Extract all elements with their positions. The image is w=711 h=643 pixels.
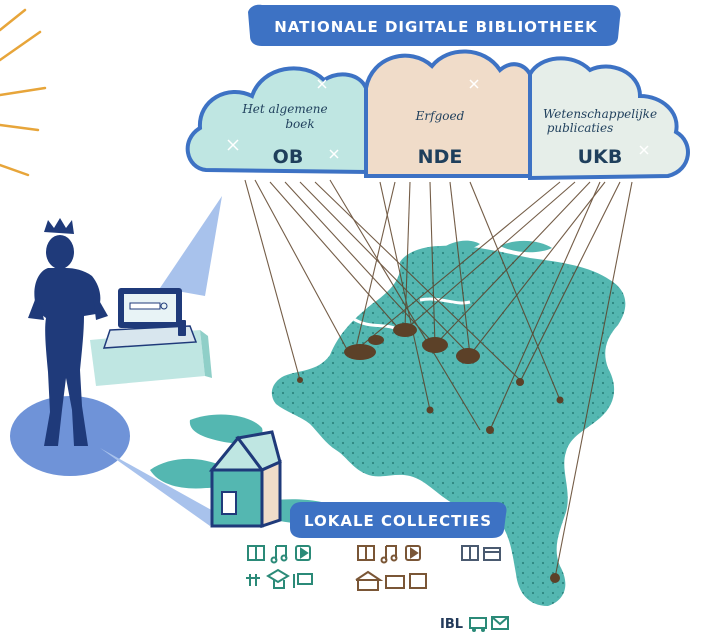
top-banner: NATIONALE DIGITALE BIBLIOTHEEK — [248, 4, 621, 46]
cone-house — [100, 448, 215, 526]
truck-icon — [469, 617, 487, 629]
hub-nodes — [297, 323, 564, 583]
top-banner-text: NATIONALE DIGITALE BIBLIOTHEEK — [274, 18, 598, 36]
gallery-icon — [409, 573, 427, 589]
cloud-group: Het algemene boek OB Erfgoed NDE Wetensc… — [185, 49, 690, 181]
cloud-nde-label: Erfgoed — [415, 109, 465, 123]
cloud-ob-label-line2: boek — [285, 117, 314, 131]
phone-icon — [178, 320, 186, 336]
cloud-ob-abbr: OB — [273, 146, 304, 168]
house-icon — [208, 430, 282, 529]
video-icon — [295, 545, 311, 561]
collection-icons-ob — [246, 545, 313, 589]
document-icon — [385, 575, 405, 589]
crown-icon — [44, 218, 74, 234]
cloud-ukb-label-line1: Wetenschappelijke — [543, 107, 657, 121]
cloud-ob-label-line1: Het algemene — [241, 102, 327, 116]
cloud-nde — [364, 49, 532, 178]
ibl-group: IBL — [440, 616, 509, 632]
cloud-ukb-label-line2: publicaties — [547, 121, 614, 135]
person-shadow — [10, 396, 130, 476]
sparkles — [227, 79, 649, 159]
bottom-banner: LOKALE COLLECTIES — [290, 502, 507, 538]
netherlands-map — [150, 240, 626, 606]
collection-icons-ukb — [461, 545, 501, 561]
ibl-label: IBL — [440, 617, 463, 632]
person-figure — [28, 218, 108, 446]
connection-lines — [244, 179, 633, 579]
museum-icon — [355, 570, 384, 591]
cloud-nde-abbr: NDE — [418, 146, 463, 168]
cloud-ukb — [528, 56, 690, 181]
cloud-ukb-abbr: UKB — [578, 146, 623, 168]
mail-icon — [491, 616, 509, 630]
chat-icon — [483, 547, 501, 561]
map-icon — [293, 573, 313, 588]
people-icon — [246, 574, 260, 586]
bottom-banner-text: LOKALE COLLECTIES — [304, 512, 492, 530]
cone-computer — [160, 196, 222, 296]
collection-icons-nde — [355, 545, 427, 591]
sun-rays — [0, 8, 47, 177]
education-icon — [266, 568, 290, 589]
computer-desk — [90, 288, 212, 386]
video-icon — [405, 545, 421, 561]
